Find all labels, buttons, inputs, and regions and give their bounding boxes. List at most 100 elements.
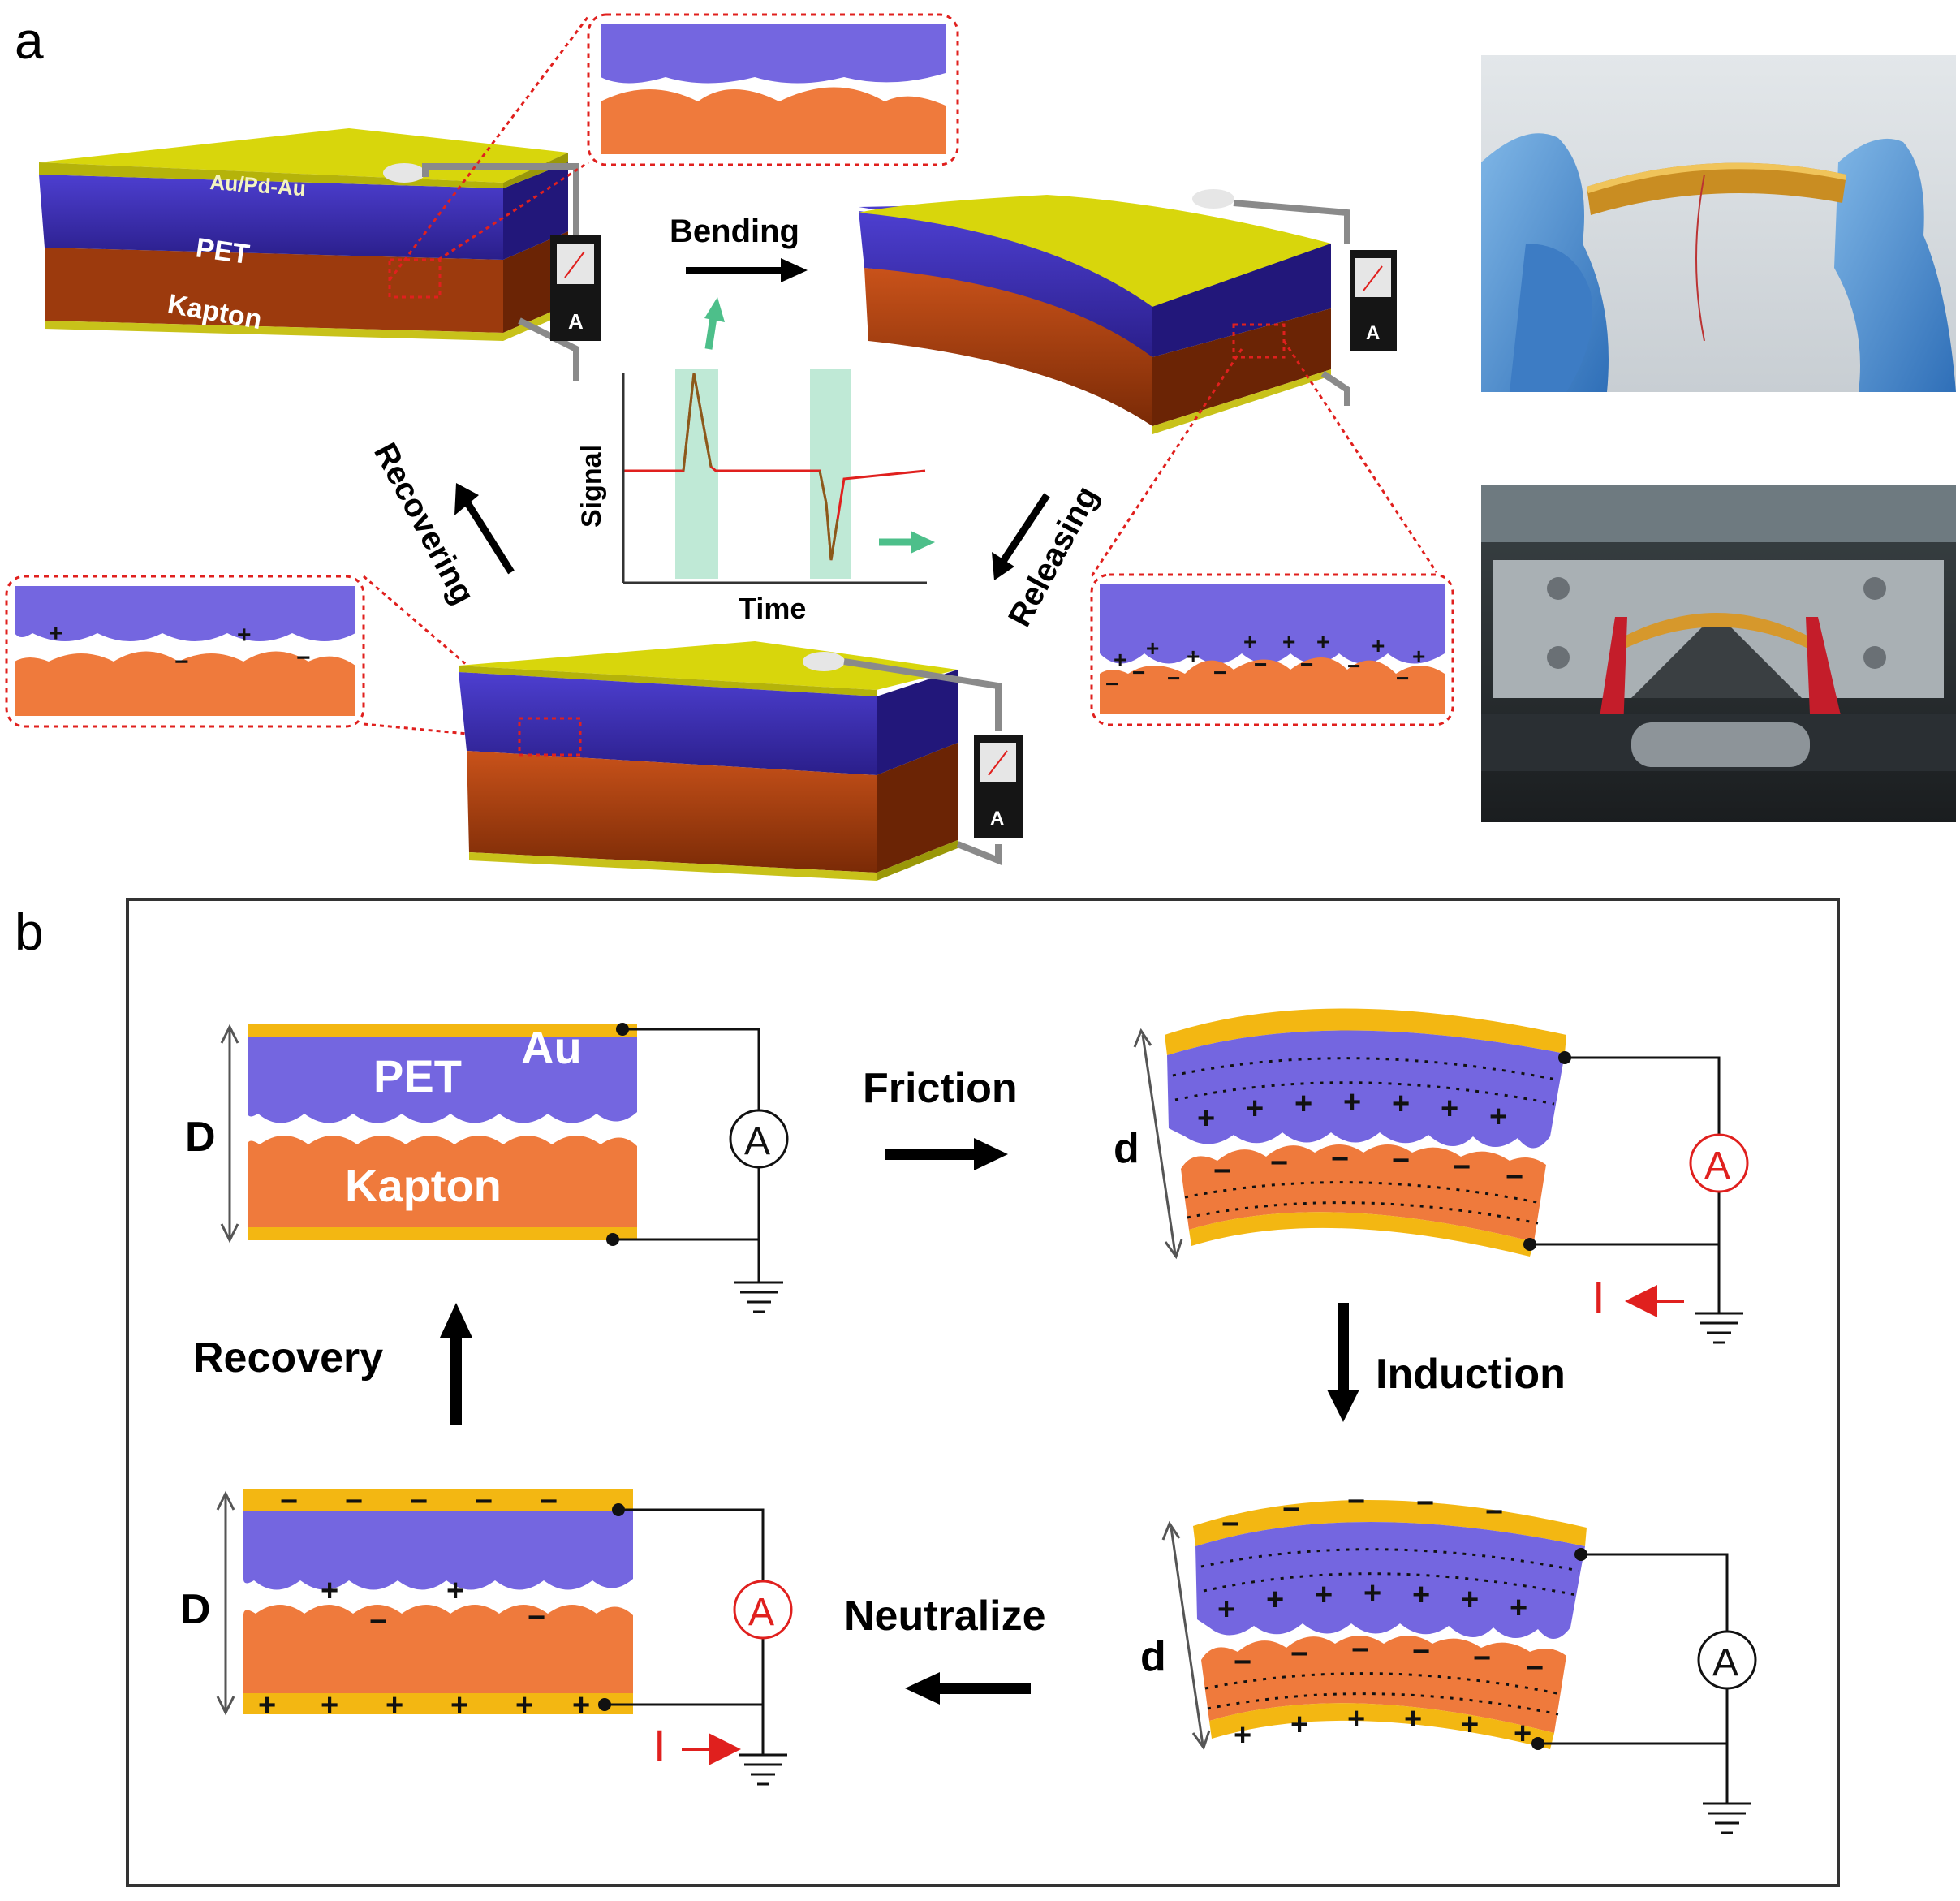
step-releasing-label: Releasing <box>1002 481 1105 633</box>
step-recovering-label: Recovering <box>367 438 481 610</box>
state-neutralize: − − − − − + + − − + + + + + + D <box>180 1485 793 1786</box>
charge-minus: − <box>1290 1637 1308 1671</box>
graph-ylabel: Signal <box>576 445 607 528</box>
charge-plus: + <box>1347 1702 1365 1736</box>
charge-minus: − <box>1416 1486 1434 1520</box>
charge-minus: − <box>1213 1154 1231 1188</box>
step-neutralize-label: Neutralize <box>844 1593 1046 1640</box>
panel-b: b PET Au Kapton D A <box>15 898 1840 1887</box>
charge-minus: − <box>1392 1144 1410 1178</box>
device-bent: A <box>859 189 1397 434</box>
releasing-arrow <box>999 493 1050 565</box>
charge-plus: + <box>1217 1593 1235 1627</box>
ground-icon <box>1695 1312 1743 1344</box>
charge-plus: + <box>515 1688 533 1722</box>
zoom-bubble-recovering: + + − − <box>5 575 520 740</box>
state-friction: + + + + + + + − − − − − − d <box>1114 1008 1749 1344</box>
charge-plus: + <box>1412 644 1425 669</box>
current-label: I <box>653 1720 666 1771</box>
gap-label-d: d <box>1140 1633 1166 1680</box>
charge-plus: + <box>1234 1718 1251 1752</box>
charge-minus: − <box>1300 652 1313 677</box>
ammeter-icon: A <box>1350 250 1397 351</box>
charge-minus: − <box>1167 666 1180 691</box>
charge-minus: − <box>345 1485 363 1519</box>
charge-plus: + <box>1510 1591 1527 1625</box>
photo-handheld-device <box>1481 55 1956 392</box>
charge-plus: + <box>446 1574 464 1608</box>
device-flat-initial: Au/Pd-Au PET Kapton A <box>39 128 601 381</box>
charge-minus: − <box>1221 1507 1239 1541</box>
panel-a-label: a <box>15 11 44 70</box>
charge-plus: + <box>237 622 252 649</box>
photo-bending-rig <box>1481 485 1956 822</box>
ammeter-icon: A <box>733 1580 793 1640</box>
device-flat-recovering: A <box>459 641 1023 881</box>
charge-plus: + <box>1392 1087 1410 1121</box>
charge-minus: − <box>1254 652 1267 677</box>
charge-plus: + <box>321 1574 338 1608</box>
pet-layer <box>459 672 877 775</box>
step-friction-label: Friction <box>863 1065 1018 1112</box>
gap-label-D: D <box>180 1586 211 1633</box>
state-induction: − − − − − + + + + + + + − − − − − − + + <box>1140 1485 1757 1834</box>
charge-minus: − <box>1347 1485 1365 1519</box>
charge-minus: − <box>1331 1142 1349 1176</box>
recovering-arrow <box>463 499 515 575</box>
gap-label-D: D <box>185 1114 216 1161</box>
charge-minus: − <box>1453 1150 1471 1184</box>
ammeter-label: A <box>990 808 1004 830</box>
charge-minus: − <box>410 1485 428 1519</box>
kapton-layer <box>45 248 503 333</box>
ground-icon <box>734 1281 783 1313</box>
ammeter-label: A <box>1704 1144 1730 1188</box>
charge-plus: + <box>1363 1576 1381 1610</box>
ammeter-icon: A <box>1697 1630 1757 1690</box>
charge-plus: + <box>1461 1583 1479 1617</box>
charge-plus: + <box>1316 629 1329 654</box>
charge-plus: + <box>1412 1578 1430 1612</box>
charge-plus: + <box>1372 633 1385 658</box>
charge-minus: − <box>1132 660 1145 685</box>
charge-plus: + <box>1404 1702 1422 1736</box>
charge-plus: + <box>1315 1578 1333 1612</box>
charge-minus: − <box>1506 1160 1523 1194</box>
charge-plus: + <box>1343 1085 1361 1119</box>
kapton-layer <box>467 751 877 873</box>
charge-plus: + <box>1489 1100 1507 1134</box>
charge-minus: − <box>1234 1645 1251 1679</box>
charge-minus: − <box>280 1485 298 1519</box>
charge-plus: + <box>321 1688 338 1722</box>
step-bending-label: Bending <box>670 213 799 249</box>
gap-label-d: d <box>1114 1125 1139 1172</box>
ammeter-icon: A <box>729 1109 789 1169</box>
charge-plus: + <box>386 1688 403 1722</box>
charge-plus: + <box>450 1688 468 1722</box>
ammeter-label: A <box>1712 1641 1738 1684</box>
step-recovery-label: Recovery <box>193 1334 383 1382</box>
ground-icon <box>1703 1802 1751 1834</box>
charge-plus: + <box>1243 629 1256 654</box>
charge-minus: − <box>1351 1633 1369 1667</box>
charge-minus: − <box>1213 660 1226 685</box>
signal-trace <box>623 373 926 561</box>
electrode-contact-icon <box>383 163 425 183</box>
panel-b-frame <box>126 898 1840 1887</box>
ammeter-label: A <box>568 309 584 334</box>
zoom-bubble-releasing: + + + + + + + + − − − − − − − − <box>1090 340 1454 726</box>
charge-plus: + <box>1266 1583 1284 1617</box>
charge-minus: − <box>1485 1495 1503 1529</box>
charge-minus: − <box>1473 1641 1491 1675</box>
charge-plus: + <box>1187 644 1200 669</box>
step-induction-label: Induction <box>1376 1351 1566 1398</box>
charge-minus: − <box>1270 1146 1288 1180</box>
charge-minus: − <box>475 1485 493 1519</box>
charge-plus: + <box>1246 1092 1264 1126</box>
label-au: Au <box>521 1022 582 1073</box>
layer-label-pet: PET <box>194 232 252 270</box>
charge-plus: + <box>1514 1717 1531 1751</box>
state-initial: PET Au Kapton D A <box>185 1022 789 1313</box>
charge-plus: + <box>1290 1708 1308 1742</box>
current-label: I <box>1592 1272 1605 1323</box>
